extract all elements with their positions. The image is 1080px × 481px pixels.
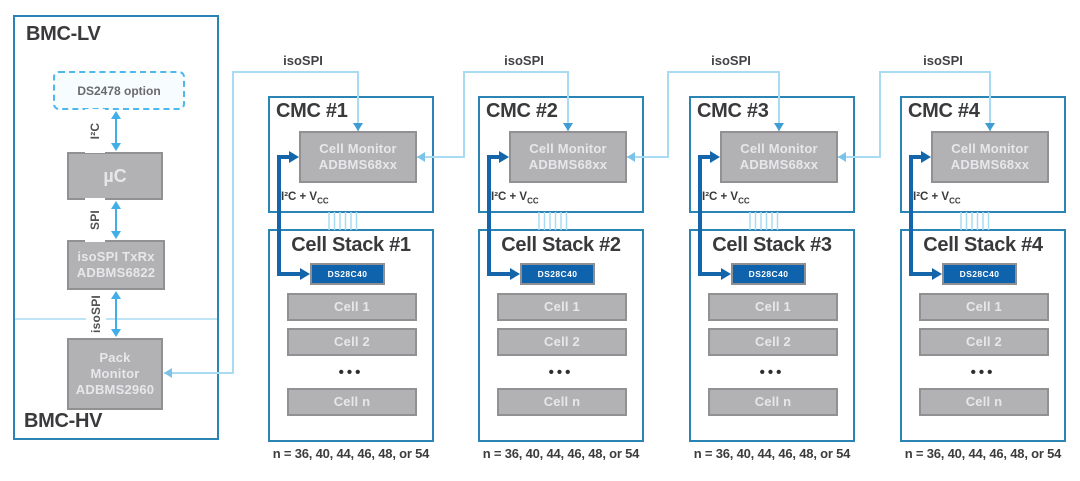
arrowhead-into-cell-monitor-1-side bbox=[417, 152, 425, 162]
pack-monitor-line1: Pack bbox=[99, 350, 131, 365]
i2c-arrow bbox=[111, 111, 121, 151]
isospi-chain-link-2 bbox=[417, 71, 573, 162]
isospi-txrx-block: isoSPI TxRx ADBMS6822 bbox=[67, 240, 165, 290]
i2c-bus-label: I²C bbox=[85, 109, 105, 153]
cell-block-1-n: Cell n bbox=[287, 388, 417, 416]
i2c-vcc-connector-1 bbox=[277, 151, 310, 280]
isospi-txrx-line1: isoSPI TxRx bbox=[77, 249, 155, 264]
isospi-chain-link-3 bbox=[627, 71, 784, 162]
cells-ellipsis-4: ••• bbox=[970, 363, 996, 381]
cell-monitor-block-2: Cell Monitor ADBMS68xx bbox=[509, 131, 627, 183]
arrowhead-into-cell-monitor-2 bbox=[563, 123, 573, 131]
ds28c40-chip-1: DS28C40 bbox=[310, 263, 385, 285]
bmc-hv-title: BMC-HV bbox=[24, 410, 103, 432]
ds28c40-chip-3: DS28C40 bbox=[731, 263, 806, 285]
stack-size-note-1: n = 36, 40, 44, 46, 48, or 54 bbox=[272, 446, 430, 461]
cell-stack-title-3: Cell Stack #3 bbox=[712, 234, 832, 256]
cell-monitor-line2: ADBMS68xx bbox=[739, 157, 819, 172]
cell-tap-bus-2 bbox=[538, 212, 568, 230]
arrowhead-into-cell-monitor-2-side bbox=[627, 152, 635, 162]
cell-monitor-line2: ADBMS68xx bbox=[528, 157, 608, 172]
isospi-chain-label-4: isoSPI bbox=[923, 53, 963, 68]
pack-monitor-block: Pack Monitor ADBMS2960 bbox=[67, 338, 163, 410]
i2c-vcc-label-4: I²C + VCC bbox=[913, 191, 961, 206]
arrowhead-into-cell-monitor-3-side bbox=[838, 152, 846, 162]
cmc-title-2: CMC #2 bbox=[486, 100, 558, 122]
cell-block-4-2: Cell 2 bbox=[919, 328, 1049, 356]
isospi-arrow bbox=[111, 291, 121, 337]
cell-monitor-line1: Cell Monitor bbox=[740, 141, 818, 156]
cell-block-2-n: Cell n bbox=[497, 388, 627, 416]
cell-block-3-1: Cell 1 bbox=[708, 293, 838, 321]
cell-block-3-2: Cell 2 bbox=[708, 328, 838, 356]
cell-monitor-block-3: Cell Monitor ADBMS68xx bbox=[720, 131, 838, 183]
arrowhead-into-cell-monitor-1 bbox=[353, 123, 363, 131]
cmc-title-4: CMC #4 bbox=[908, 100, 980, 122]
pack-monitor-line3: ADBMS2960 bbox=[75, 382, 155, 397]
cell-tap-bus-1 bbox=[328, 212, 358, 230]
ds28c40-chip-2: DS28C40 bbox=[520, 263, 595, 285]
cell-stack-title-4: Cell Stack #4 bbox=[923, 234, 1043, 256]
cells-ellipsis-2: ••• bbox=[548, 363, 574, 381]
arrowhead-into-cell-monitor-3 bbox=[774, 123, 784, 131]
i2c-vcc-connector-4 bbox=[909, 151, 942, 280]
cell-block-1-2: Cell 2 bbox=[287, 328, 417, 356]
spi-bus-label: SPI bbox=[85, 198, 105, 242]
isospi-chain-label-1: isoSPI bbox=[283, 53, 323, 68]
cell-block-4-n: Cell n bbox=[919, 388, 1049, 416]
cell-block-2-2: Cell 2 bbox=[497, 328, 627, 356]
isospi-chain-label-3: isoSPI bbox=[711, 53, 751, 68]
cmc-title-3: CMC #3 bbox=[697, 100, 769, 122]
cell-tap-bus-4 bbox=[960, 212, 990, 230]
cell-monitor-line2: ADBMS68xx bbox=[318, 157, 398, 172]
stack-size-note-2: n = 36, 40, 44, 46, 48, or 54 bbox=[482, 446, 640, 461]
i2c-vcc-label-1: I²C + VCC bbox=[281, 191, 329, 206]
cell-monitor-line1: Cell Monitor bbox=[951, 141, 1029, 156]
isospi-bus-label: isoSPI bbox=[86, 292, 106, 336]
cell-stack-title-1: Cell Stack #1 bbox=[291, 234, 411, 256]
mcu-block: µC bbox=[67, 152, 163, 200]
cell-monitor-line2: ADBMS68xx bbox=[950, 157, 1030, 172]
cell-monitor-line1: Cell Monitor bbox=[529, 141, 607, 156]
isospi-chain-link-1 bbox=[164, 71, 363, 378]
pack-monitor-line2: Monitor bbox=[90, 366, 140, 381]
cell-monitor-block-4: Cell Monitor ADBMS68xx bbox=[931, 131, 1049, 183]
cell-tap-bus-3 bbox=[749, 212, 779, 230]
spi-arrow bbox=[111, 201, 121, 239]
i2c-vcc-label-2: I²C + VCC bbox=[491, 191, 539, 206]
mcu-label: µC bbox=[103, 165, 127, 186]
cmc-title-1: CMC #1 bbox=[276, 100, 348, 122]
cell-monitor-line1: Cell Monitor bbox=[319, 141, 397, 156]
bmc-lv-title: BMC-LV bbox=[26, 23, 101, 45]
isospi-txrx-line2: ADBMS6822 bbox=[76, 265, 156, 280]
stack-size-note-4: n = 36, 40, 44, 46, 48, or 54 bbox=[904, 446, 1062, 461]
isospi-chain-link-4 bbox=[838, 71, 995, 162]
ds28c40-chip-4: DS28C40 bbox=[942, 263, 1017, 285]
isospi-chain-label-2: isoSPI bbox=[504, 53, 544, 68]
cells-ellipsis-3: ••• bbox=[759, 363, 785, 381]
arrowhead-into-cell-monitor-4 bbox=[985, 123, 995, 131]
cell-block-4-1: Cell 1 bbox=[919, 293, 1049, 321]
arrowhead-into-pack-monitor bbox=[164, 368, 172, 378]
cell-block-3-n: Cell n bbox=[708, 388, 838, 416]
cell-monitor-block-1: Cell Monitor ADBMS68xx bbox=[299, 131, 417, 183]
ds2478-option-label: DS2478 option bbox=[77, 83, 161, 98]
i2c-vcc-connector-2 bbox=[487, 151, 520, 280]
cells-ellipsis-1: ••• bbox=[338, 363, 364, 381]
cell-block-2-1: Cell 1 bbox=[497, 293, 627, 321]
stack-size-note-3: n = 36, 40, 44, 46, 48, or 54 bbox=[693, 446, 851, 461]
ds2478-option-box: DS2478 option bbox=[53, 71, 185, 110]
i2c-vcc-connector-3 bbox=[698, 151, 731, 280]
cell-stack-title-2: Cell Stack #2 bbox=[501, 234, 621, 256]
cell-block-1-1: Cell 1 bbox=[287, 293, 417, 321]
i2c-vcc-label-3: I²C + VCC bbox=[702, 191, 750, 206]
